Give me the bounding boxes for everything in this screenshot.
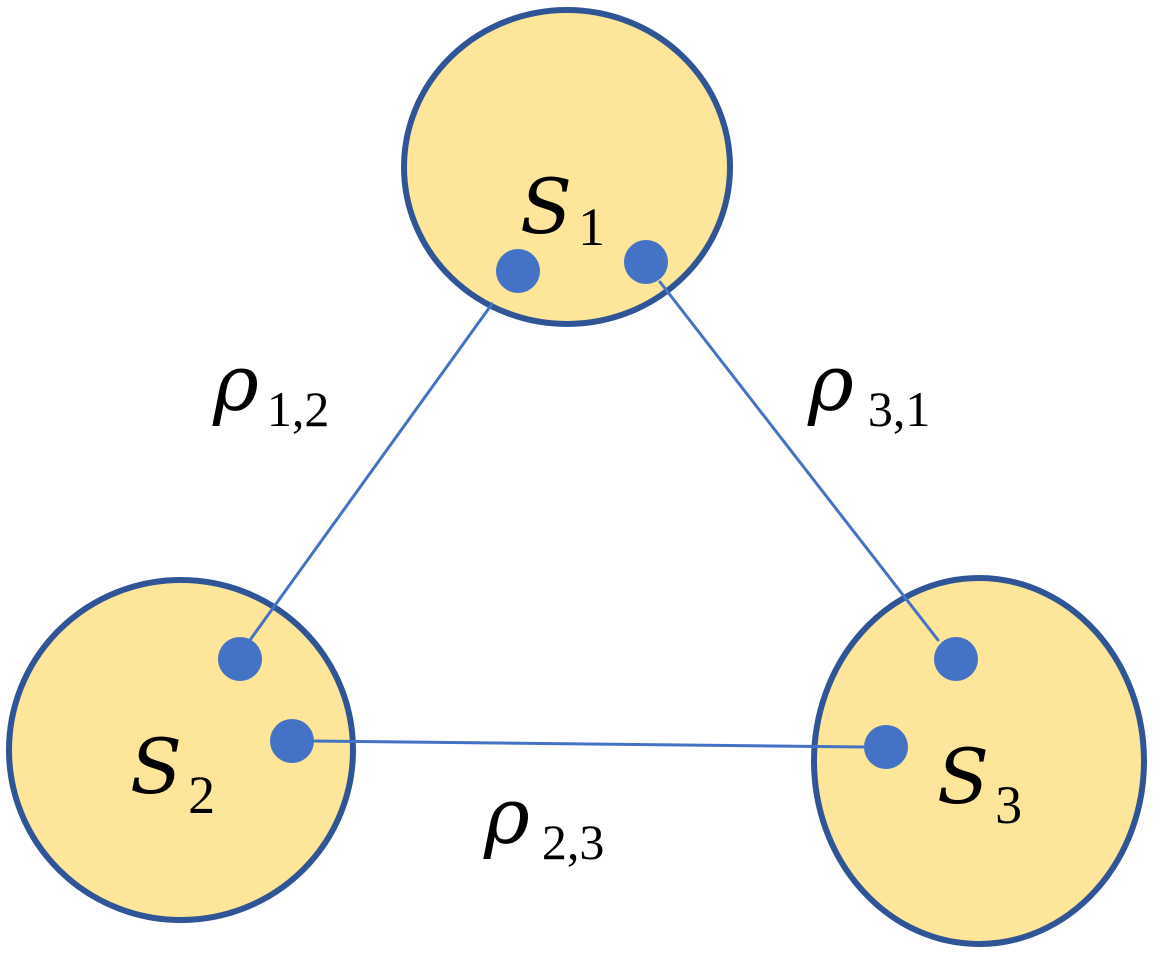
- point-s1-right: [624, 240, 668, 284]
- set-2-circle: [6, 577, 356, 923]
- point-s1-left: [496, 249, 540, 293]
- link-line-1-2: [248, 302, 494, 642]
- point-s2-upper: [218, 637, 262, 681]
- point-s3-upper: [934, 637, 978, 681]
- link-line-2-3: [310, 739, 867, 749]
- point-s3-lower: [864, 725, 908, 769]
- link-line-3-1: [658, 280, 940, 642]
- point-s2-lower: [270, 719, 314, 763]
- set-3-circle: [811, 575, 1147, 947]
